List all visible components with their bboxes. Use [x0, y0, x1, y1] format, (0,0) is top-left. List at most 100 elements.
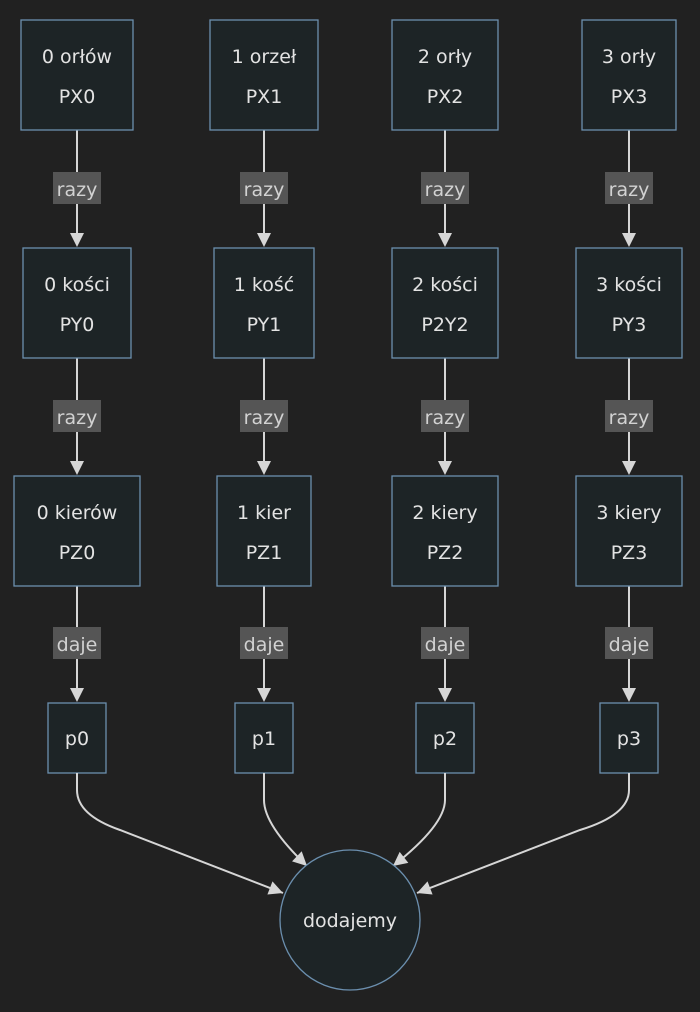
node-symbol: PX2 [427, 86, 464, 108]
node-label: 2 kości [412, 274, 478, 296]
edge-label-background [605, 400, 653, 432]
node-box [234, 702, 294, 774]
arrow-head [292, 851, 307, 866]
node-box [581, 19, 677, 131]
result-node: p0 [47, 702, 107, 774]
edge-label-background [240, 172, 288, 204]
node-box [22, 247, 132, 359]
arrow-head [257, 461, 271, 475]
node-box [391, 247, 499, 359]
node-label: p0 [65, 728, 89, 750]
edge-label: razy [57, 179, 98, 201]
node-label: 2 kiery [412, 502, 477, 524]
edge-label-background [421, 400, 469, 432]
arrow-head [622, 461, 636, 475]
node-symbol: PX3 [611, 86, 648, 108]
node-box [216, 475, 312, 587]
node-symbol: PX0 [59, 86, 96, 108]
edge-label-background [240, 400, 288, 432]
merge-edge [76, 773, 284, 894]
arrow-head [393, 851, 409, 866]
node-box [13, 475, 141, 587]
node-box [415, 702, 475, 774]
arrow-head [257, 688, 271, 702]
result-node: p3 [599, 702, 659, 774]
merge-edge [416, 773, 630, 894]
edge-label-background [605, 172, 653, 204]
arrow-head [267, 881, 283, 895]
node-symbol: PZ1 [246, 542, 283, 564]
edge-label-background [605, 627, 653, 659]
arrow-head [438, 688, 452, 702]
edge-label-background [53, 627, 101, 659]
arrow-head [417, 881, 433, 895]
node-label: p3 [617, 728, 641, 750]
node-symbol: PY0 [60, 314, 95, 336]
node-box [391, 475, 499, 587]
arrow-head [438, 461, 452, 475]
edge-label: razy [425, 407, 466, 429]
edge-label: razy [57, 407, 98, 429]
merge-edge [392, 773, 446, 867]
node-label: 0 kierów [37, 502, 118, 524]
edge-label-background [240, 627, 288, 659]
node-symbol: PY3 [612, 314, 647, 336]
node-label: 3 kości [596, 274, 662, 296]
edge-label-background [421, 172, 469, 204]
arrow-head [70, 461, 84, 475]
sum-node: dodajemy [279, 849, 421, 991]
arrow-head [622, 233, 636, 247]
node-label: 1 kość [234, 274, 294, 296]
node-label: 1 kier [237, 502, 291, 524]
edge-label: razy [609, 179, 650, 201]
edge-label: razy [609, 407, 650, 429]
node-box [20, 19, 134, 131]
edge-label: daje [57, 634, 98, 656]
edge-label: razy [244, 179, 285, 201]
arrow-head [257, 233, 271, 247]
edge-label: razy [425, 179, 466, 201]
arrow-head [70, 233, 84, 247]
result-node: p2 [415, 702, 475, 774]
node-symbol: PZ3 [611, 542, 648, 564]
node-box [391, 19, 499, 131]
node-symbol: PZ0 [59, 542, 96, 564]
merge-edge [263, 773, 308, 867]
node-label: 0 orłów [42, 46, 112, 68]
node-label: 3 orły [602, 46, 656, 68]
node-label: p2 [433, 728, 457, 750]
node-symbol: P2Y2 [421, 314, 468, 336]
edge-label: daje [425, 634, 466, 656]
edge-label: daje [609, 634, 650, 656]
node-label: 3 kiery [596, 502, 661, 524]
sum-node-label: dodajemy [303, 910, 397, 932]
edge-label: razy [244, 407, 285, 429]
node-label: p1 [252, 728, 276, 750]
node-label: 1 orzeł [232, 46, 297, 68]
node-label: 2 orły [418, 46, 472, 68]
edge-label-background [53, 172, 101, 204]
node-label: 0 kości [44, 274, 110, 296]
sum-node-circle [279, 849, 421, 991]
node-symbol: PY1 [247, 314, 282, 336]
edge-label: daje [244, 634, 285, 656]
node-box [599, 702, 659, 774]
node-symbol: PZ2 [427, 542, 464, 564]
arrow-head [438, 233, 452, 247]
node-box [209, 19, 319, 131]
edge-label-background [421, 627, 469, 659]
node-box [575, 247, 683, 359]
